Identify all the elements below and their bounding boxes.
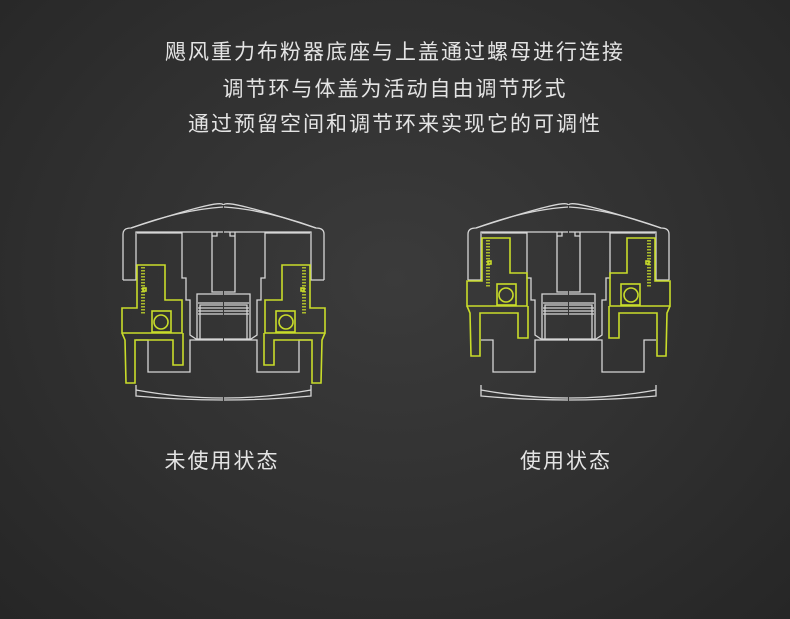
description-line-2: 调节环与体盖为活动自由调节形式: [222, 77, 568, 101]
label-unused-state: 未使用状态: [164, 449, 280, 473]
label-used-state: 使用状态: [520, 449, 612, 473]
diagram-used-state: [466, 203, 671, 401]
diagram-unused-state: [121, 203, 326, 401]
description-line-1: 飓风重力布粉器底座与上盖通过螺母进行连接: [165, 40, 625, 64]
description-line-3: 通过预留空间和调节环来实现它的可调性: [188, 112, 602, 136]
